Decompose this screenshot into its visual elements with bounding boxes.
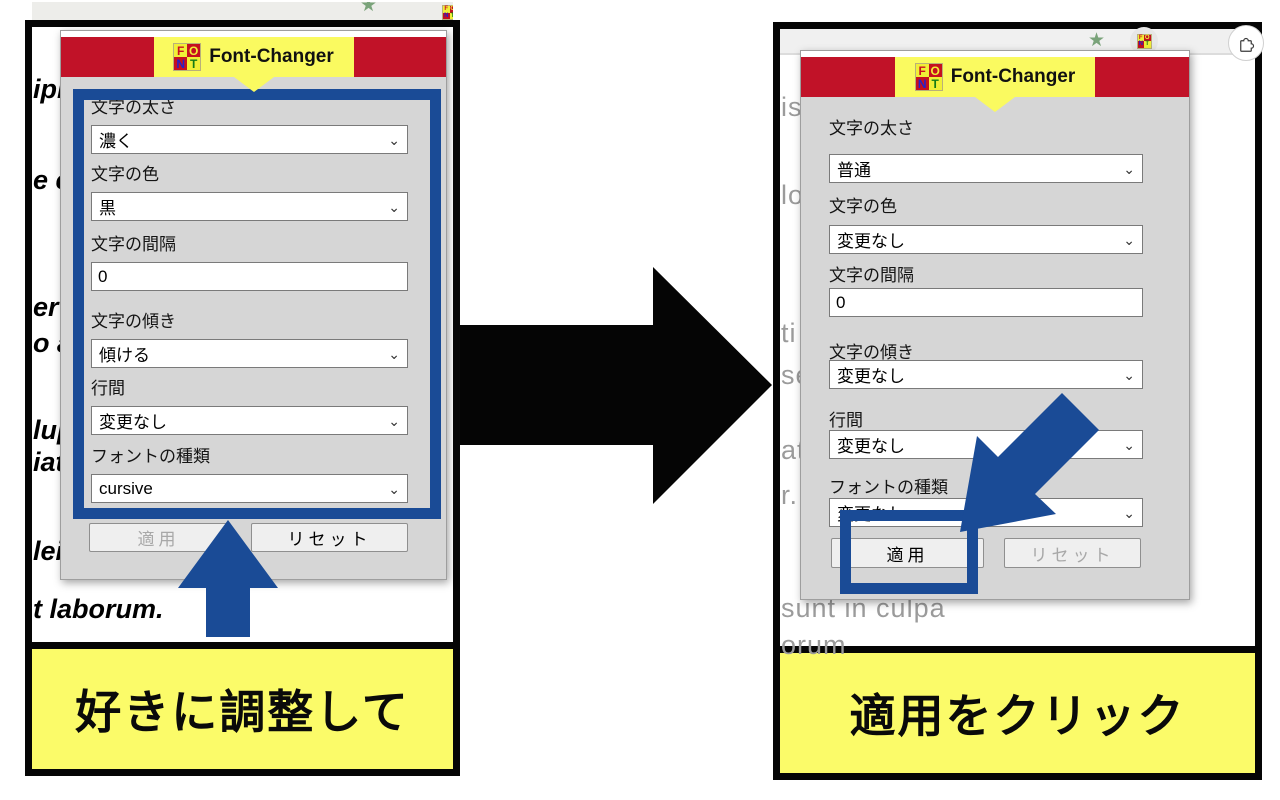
page-text-fragment: iat (33, 447, 65, 477)
chevron-down-icon: ⌄ (388, 345, 400, 362)
popup-header: F O N T Font-Changer (61, 37, 446, 77)
page-text-fragment: er (33, 292, 59, 322)
right-panel-frame: ★ F O N T is lo ti s (773, 22, 1264, 780)
chevron-down-icon: ⌄ (1123, 231, 1135, 248)
chevron-down-icon: ⌄ (1123, 366, 1135, 383)
field-label-color: 文字の色 (91, 165, 159, 184)
right-screenshot: ★ F O N T is lo ti s (780, 25, 1264, 660)
chevron-down-icon: ⌄ (388, 131, 400, 148)
weight-select[interactable]: 普通⌄ (829, 154, 1143, 183)
left-panel-frame: ipi e e er o a lup iat lei t laborum. F … (25, 20, 460, 776)
apply-highlight-box (840, 510, 978, 594)
font-changer-popup: F O N T Font-Changer 文字の太さ 普通⌄ 文字の色 変更なし (800, 50, 1190, 600)
font-changer-popup: F O N T Font-Changer 文字の太さ 濃く⌄ (60, 30, 447, 580)
fontfamily-select[interactable]: cursive⌄ (91, 474, 408, 503)
browser-toolbar-sliver: ★ F O N T (32, 2, 453, 20)
field-label-weight: 文字の太さ (91, 98, 176, 117)
slant-select[interactable]: 変更なし⌄ (829, 360, 1143, 389)
field-label-lineheight: 行間 (91, 379, 125, 398)
slant-select[interactable]: 傾ける⌄ (91, 339, 408, 368)
page-text-fragment: at (781, 435, 806, 465)
spacing-input[interactable] (829, 288, 1143, 317)
field-label-slant: 文字の傾き (91, 312, 176, 331)
settings-highlight-box (73, 89, 441, 519)
popup-header-tail (975, 97, 1015, 112)
chevron-down-icon: ⌄ (1123, 436, 1135, 453)
field-label-fontfamily: フォントの種類 (829, 478, 948, 497)
color-select[interactable]: 変更なし⌄ (829, 225, 1143, 254)
lineheight-select[interactable]: 変更なし⌄ (91, 406, 408, 435)
field-label-color: 文字の色 (829, 197, 897, 216)
page-text-fragment: lei (33, 536, 64, 566)
field-label-lineheight: 行間 (829, 411, 863, 430)
reset-button[interactable]: リセット (1004, 538, 1141, 568)
font-changer-logo: F O N T (173, 43, 202, 71)
page-text-fragment: lo (781, 180, 805, 210)
weight-select[interactable]: 濃く⌄ (91, 125, 408, 154)
font-changer-logo: F O N T (914, 63, 943, 91)
field-label-weight: 文字の太さ (829, 119, 914, 138)
right-caption: 適用をクリック (780, 646, 1255, 773)
apply-button[interactable]: 適用 (89, 523, 228, 552)
chevron-down-icon: ⌄ (1123, 160, 1135, 177)
lineheight-select[interactable]: 変更なし⌄ (829, 430, 1143, 459)
popup-title: Font-Changer (209, 46, 334, 67)
extensions-puzzle-button[interactable] (1228, 25, 1264, 61)
left-caption: 好きに調整して (32, 642, 453, 769)
extension-icon: F O N T (1136, 33, 1152, 49)
page-text-fragment: ti (781, 318, 797, 348)
chevron-down-icon: ⌄ (388, 480, 400, 497)
field-label-spacing: 文字の間隔 (91, 235, 176, 254)
popup-header-tail (233, 77, 274, 92)
field-label-slant: 文字の傾き (829, 343, 914, 362)
page-text-fragment: ipi (33, 74, 65, 104)
bookmark-star-icon[interactable]: ★ (1088, 30, 1106, 51)
spacing-input[interactable] (91, 262, 408, 291)
popup-title: Font-Changer (950, 66, 1076, 87)
popup-header: F O N T Font-Changer (801, 57, 1189, 97)
page-text-fragment: t laborum. (33, 594, 164, 624)
field-label-fontfamily: フォントの種類 (91, 447, 210, 466)
field-label-spacing: 文字の間隔 (829, 266, 914, 285)
black-right-arrow (460, 267, 772, 504)
apply-button[interactable]: 適用 (831, 538, 984, 568)
chevron-down-icon: ⌄ (388, 412, 400, 429)
extension-icon[interactable]: F O N T (442, 5, 453, 20)
bookmark-star-icon[interactable]: ★ (360, 2, 378, 16)
page-text-fragment: orum (781, 630, 847, 660)
puzzle-icon (1240, 37, 1255, 52)
chevron-down-icon: ⌄ (1123, 504, 1135, 521)
reset-button[interactable]: リセット (251, 523, 408, 552)
page-text-fragment: r. (781, 480, 799, 510)
chevron-down-icon: ⌄ (388, 198, 400, 215)
left-screenshot: ipi e e er o a lup iat lei t laborum. F … (32, 27, 453, 642)
color-select[interactable]: 黒⌄ (91, 192, 408, 221)
page-text-fragment: is (781, 92, 803, 122)
